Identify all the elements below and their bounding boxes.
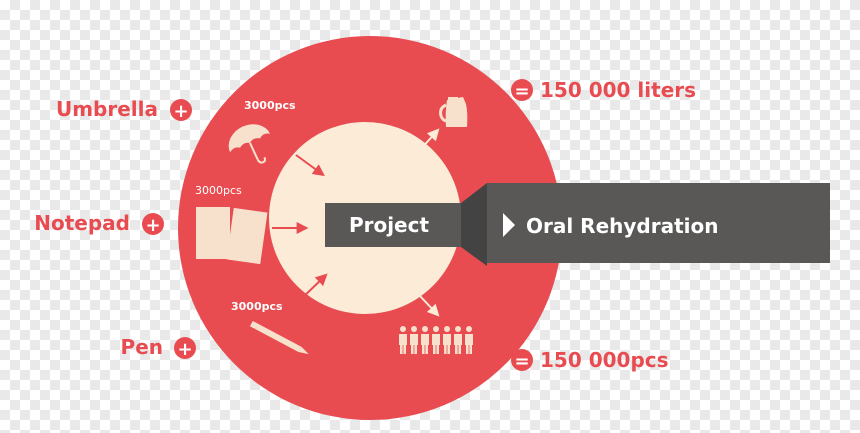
arrow-people-out <box>419 295 440 317</box>
pen-plus-sign: + <box>177 339 192 360</box>
notepad-quantity: 3000pcs <box>195 184 242 197</box>
pcs-equals-icon <box>511 349 533 371</box>
arrow-umbrella-in <box>295 154 325 177</box>
people-icon <box>399 326 473 354</box>
pen-icon <box>249 320 309 355</box>
banner-label: Oral Rehydration <box>526 214 719 238</box>
umbrella-label: Umbrella <box>56 97 158 121</box>
notepad-icon <box>196 207 268 265</box>
notepad-plus-icon <box>142 213 164 235</box>
pcs-value: 150 000pcs <box>540 348 669 372</box>
umbrella-quantity: 3000pcs <box>244 99 296 112</box>
liters-value: 150 000 liters <box>540 78 696 102</box>
project-label: Project <box>349 213 430 237</box>
person-figure <box>432 326 440 354</box>
liters-equals-sign: = <box>514 81 529 102</box>
person-figure <box>443 326 451 354</box>
pen-label: Pen <box>121 335 163 359</box>
arrow-pen-in <box>299 273 328 301</box>
notepad-label: Notepad <box>34 211 130 235</box>
pcs-equals-sign: = <box>514 351 529 372</box>
person-figure <box>399 326 407 354</box>
notepad-plus-sign: + <box>145 215 160 236</box>
project-box <box>325 203 461 247</box>
project-box-connector <box>461 183 487 266</box>
oral-rehydration-banner <box>487 183 830 263</box>
arrow-jug-out <box>419 128 440 151</box>
pen-plus-icon <box>174 337 196 359</box>
umbrella-plus-sign: + <box>173 101 188 122</box>
liters-equals-icon <box>511 79 533 101</box>
person-figure <box>410 326 418 354</box>
banner-play-icon <box>503 213 515 237</box>
umbrella-icon <box>228 124 270 164</box>
person-figure <box>465 326 473 354</box>
jug-icon <box>439 97 468 127</box>
person-figure <box>454 326 462 354</box>
umbrella-plus-icon <box>170 99 192 121</box>
pen-quantity: 3000pcs <box>231 300 283 313</box>
person-figure <box>421 326 429 354</box>
